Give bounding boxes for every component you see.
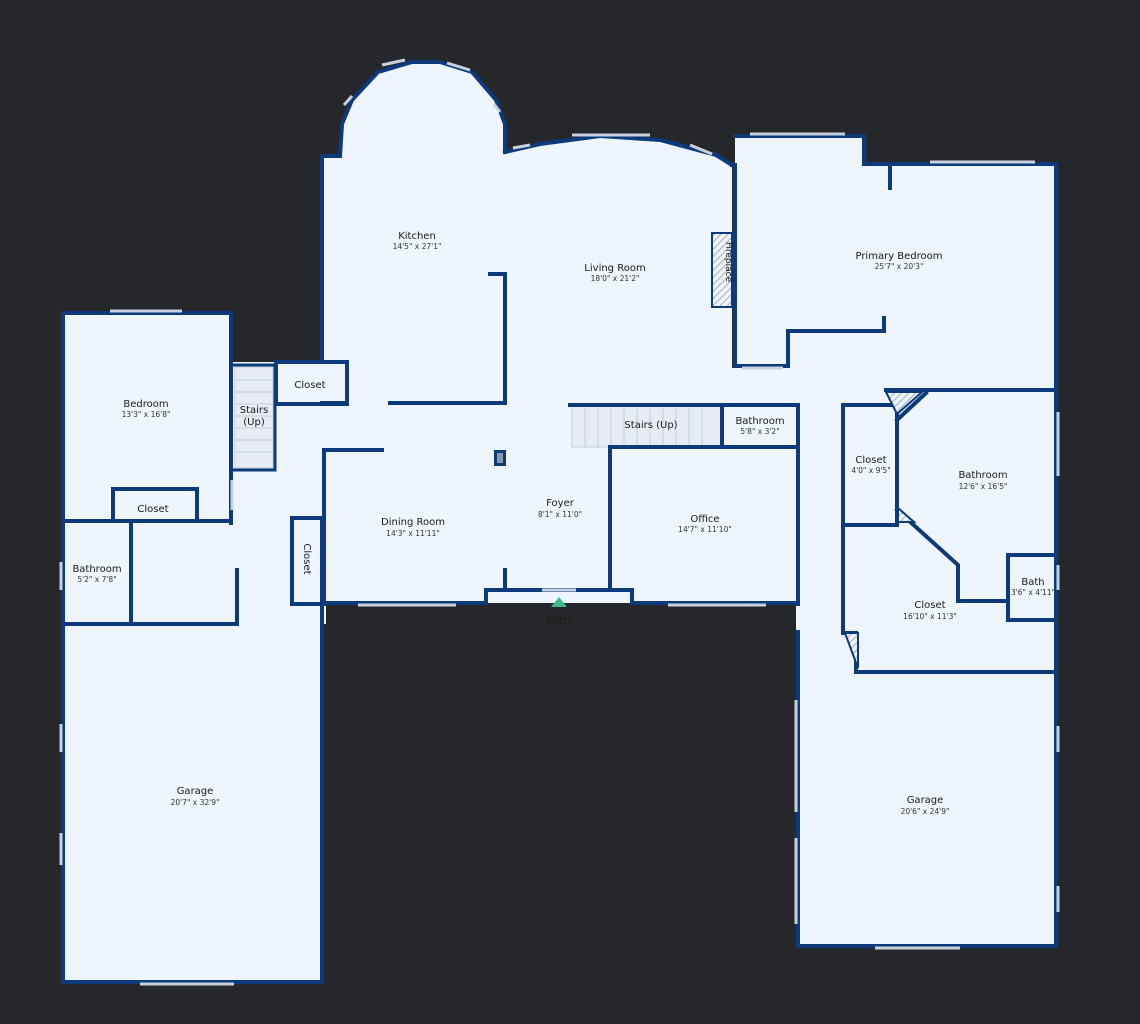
stairs-center-treads xyxy=(571,405,723,448)
bedroom-dim: 13'3" x 16'8" xyxy=(122,410,171,419)
fireplace-label: Fireplace xyxy=(723,242,733,283)
foyer-name: Foyer xyxy=(546,498,575,509)
garage-left-name: Garage xyxy=(177,786,214,797)
primary-bedroom-name: Primary Bedroom xyxy=(855,251,942,262)
closet-right-dim: 4'0" x 9'5" xyxy=(851,466,890,475)
bathroom-primary-name: Bathroom xyxy=(958,470,1007,481)
primary-bedroom-dim: 25'7" x 20'3" xyxy=(875,262,924,271)
bathroom-primary-dim: 12'6" x 16'5" xyxy=(959,482,1008,491)
garage-right-name: Garage xyxy=(907,795,944,806)
foyer-dim: 8'1" x 11'0" xyxy=(538,510,582,519)
closet-right-name: Closet xyxy=(855,455,886,466)
garage-right-dim: 20'6" x 24'9" xyxy=(901,807,950,816)
bathroom-small-name: Bathroom xyxy=(735,416,784,427)
walls xyxy=(61,60,1058,984)
bathroom-small-dim: 5'8" x 3'2" xyxy=(740,427,779,436)
windows xyxy=(59,58,1060,986)
stairs-center-name: Stairs (Up) xyxy=(624,420,677,431)
bedroom-name: Bedroom xyxy=(123,399,168,410)
dining-room-name: Dining Room xyxy=(381,517,445,528)
entry-label: Entry xyxy=(547,616,574,627)
room-labels: Kitchen 14'5" x 27'1" Living Room 18'0" … xyxy=(72,231,1055,816)
living-room-dim: 18'0" x 21'2" xyxy=(591,274,640,283)
stairs-left-name: Stairs xyxy=(240,405,269,416)
bathroom-left-name: Bathroom xyxy=(72,564,121,575)
closet-top-name: Closet xyxy=(294,380,325,391)
dining-room-dim: 14'3" x 11'11" xyxy=(386,529,440,538)
closet-vertical-name: Closet xyxy=(301,543,312,574)
bathroom-left-dim: 5'2" x 7'8" xyxy=(77,575,116,584)
kitchen-name: Kitchen xyxy=(398,231,436,242)
closet-walkin-dim: 16'10" x 11'3" xyxy=(903,612,957,621)
office-dim: 14'7" x 11'10" xyxy=(678,525,732,534)
entry-marker-icon xyxy=(551,597,567,607)
office-name: Office xyxy=(690,514,719,525)
bath-name: Bath xyxy=(1021,577,1044,588)
garage-left-dim: 20'7" x 32'9" xyxy=(171,798,220,807)
stairs-left-sub: (Up) xyxy=(243,417,265,428)
stairs-left-treads xyxy=(234,366,274,469)
living-room-name: Living Room xyxy=(584,263,645,274)
kitchen-dim: 14'5" x 27'1" xyxy=(393,242,442,251)
closet-bedroom-name: Closet xyxy=(137,504,168,515)
bath-dim: 3'6" x 4'11" xyxy=(1011,588,1055,597)
closet-walkin-name: Closet xyxy=(914,600,945,611)
